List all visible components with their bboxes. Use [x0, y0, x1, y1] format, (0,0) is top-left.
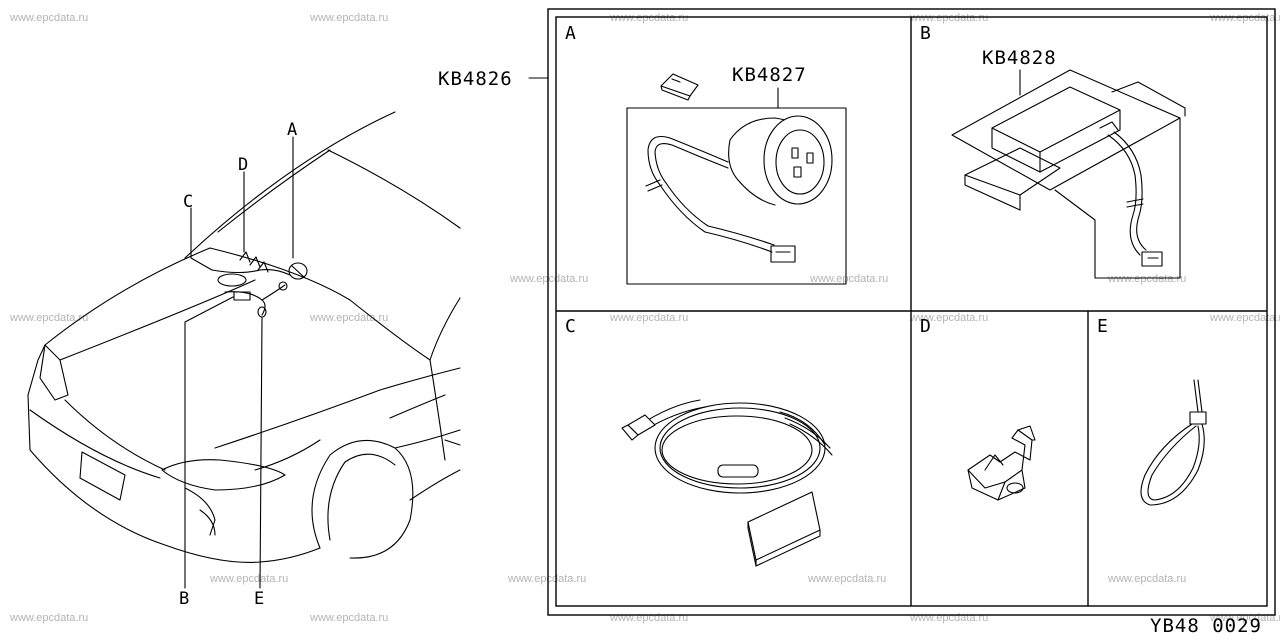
- panel-a-label: A: [565, 23, 576, 44]
- watermark: www.epcdata.ru: [209, 573, 288, 585]
- clip-part: [967, 425, 1036, 501]
- watermark: www.epcdata.ru: [1107, 573, 1186, 585]
- panel-b-label: B: [920, 23, 931, 44]
- watermark: www.epcdata.ru: [1209, 12, 1280, 24]
- panel-d: D: [920, 316, 1036, 501]
- watermark: www.epcdata.ru: [507, 573, 586, 585]
- panel-e: E: [1097, 316, 1207, 506]
- callout-b: B: [179, 589, 189, 609]
- watermark: www.epcdata.ru: [807, 573, 886, 585]
- adhesive-pad-part: [747, 491, 821, 567]
- watermark-layer: www.epcdata.ru www.epcdata.ru www.epcdat…: [9, 12, 1280, 624]
- watermark: www.epcdata.ru: [1107, 273, 1186, 285]
- watermark: www.epcdata.ru: [9, 312, 88, 324]
- outer-frame: [547, 8, 1276, 616]
- panel-c-label: C: [565, 316, 576, 337]
- harness-illustration: [211, 251, 308, 318]
- panel-a: A KB4827: [565, 23, 847, 285]
- receiver-part: [728, 115, 833, 206]
- watermark: www.epcdata.ru: [309, 612, 388, 624]
- watermark: www.epcdata.ru: [909, 612, 988, 624]
- module-part: [951, 69, 1186, 279]
- watermark: www.epcdata.ru: [609, 12, 688, 24]
- panel-d-label: D: [920, 316, 931, 337]
- watermark: www.epcdata.ru: [809, 273, 888, 285]
- callout-c: C: [183, 192, 193, 212]
- panel-a-part-code: KB4827: [732, 64, 807, 86]
- cable-tie-part: [1140, 379, 1207, 506]
- harness-loop-part: [621, 399, 833, 494]
- panel-b-part-code: KB4828: [982, 47, 1057, 69]
- panel-b: B KB4828: [920, 23, 1186, 279]
- watermark: www.epcdata.ru: [309, 12, 388, 24]
- clip-part: [660, 73, 699, 101]
- cable-part: [645, 135, 796, 263]
- kit-code-label: KB4826: [438, 68, 513, 90]
- callout-e: E: [254, 589, 264, 609]
- watermark: www.epcdata.ru: [609, 312, 688, 324]
- callout-d: D: [238, 155, 248, 175]
- callout-leaders: [184, 136, 294, 589]
- watermark: www.epcdata.ru: [9, 12, 88, 24]
- part-box: [626, 107, 847, 285]
- watermark: www.epcdata.ru: [909, 12, 988, 24]
- parts-frame: [547, 8, 1276, 616]
- callout-a: A: [287, 120, 297, 140]
- watermark: www.epcdata.ru: [609, 612, 688, 624]
- panel-e-label: E: [1097, 316, 1108, 337]
- watermark: www.epcdata.ru: [309, 312, 388, 324]
- watermark: www.epcdata.ru: [909, 312, 988, 324]
- watermark: www.epcdata.ru: [9, 612, 88, 624]
- diagram-code: YB48 0029: [1150, 615, 1262, 637]
- watermark: www.epcdata.ru: [1209, 312, 1280, 324]
- panel-c: C: [565, 316, 833, 567]
